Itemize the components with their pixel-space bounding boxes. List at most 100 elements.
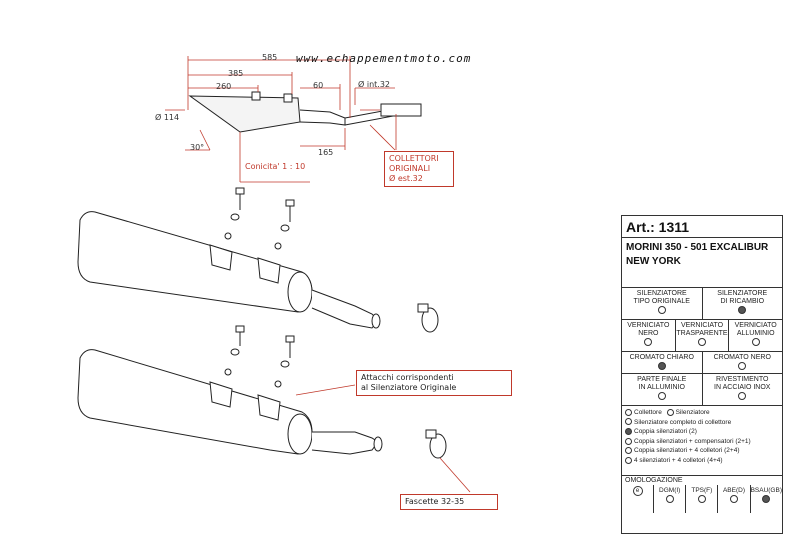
silenziatore-ricambio-label-1: SILENZIATORE [717,290,768,297]
omologazione-abe-label: ABE(D) [722,487,745,494]
option-4-silenziatori-radio [625,456,632,464]
conicity-label: Conicita' 1 : 10 [245,162,306,171]
parte-finale-label-2: IN ALLUMINIO [638,384,685,391]
spec-sheet: Art.: 1311 MORINI 350 - 501 EXCALIBUR NE… [621,215,783,534]
leader-lines [295,124,471,493]
omologazione-title: OMOLOGAZIONE [625,477,683,484]
option-coppia-4-colletori-label: Coppia silenziatori + 4 colletori (2+4) [634,447,740,455]
rivestimento-label-2: IN ACCIAIO INOX [714,384,771,391]
model-line-2: NEW YORK [626,256,681,267]
silenziatore-ricambio-radio [738,306,747,314]
option-coppia-label: Coppia silenziatori (2) [634,428,697,436]
article-number: Art.: 1311 [626,219,690,235]
option-collettore-label: Collettore [634,409,662,416]
option-collettore-radio [625,408,632,416]
verniciato-row: VERNICIATO NERO VERNICIATO TRASPARENTE V… [622,320,782,352]
model-row: MORINI 350 - 501 EXCALIBUR NEW YORK [622,238,782,288]
option-silenziatore-radio [666,408,674,416]
parte-finale-cell: PARTE FINALE IN ALLUMINIO [622,374,703,405]
rivestimento-cell: RIVESTIMENTO IN ACCIAIO INOX [703,374,783,405]
omologazione-emark-cell: e [622,485,655,513]
collettori-callout: COLLETTORI ORIGINALI Ø est.32 [384,151,454,187]
parte-finale-row: PARTE FINALE IN ALLUMINIO RIVESTIMENTO I… [622,374,782,406]
omologazione-bsau-radio [762,495,771,504]
omologazione-dgm-label: DGM(I) [659,487,681,494]
option-completo-radio [625,418,632,426]
article-row: Art.: 1311 [622,216,782,238]
options-list: Collettore Silenziatore Silenziatore com… [622,406,782,476]
upper-bolts [224,187,295,250]
silenziatore-originale-label-1: SILENZIATORE [636,290,687,297]
collettori-line-3: Ø est.32 [389,174,423,183]
silenziatore-originale-radio [657,306,666,314]
option-collettore: Collettore Silenziatore [625,408,779,418]
option-coppia-compensatori-radio [625,437,632,445]
rivestimento-radio [738,392,747,400]
silenziatore-originale-cell: SILENZIATORE TIPO ORIGINALE [622,288,703,319]
model-line-1: MORINI 350 - 501 EXCALIBUR [626,242,769,253]
option-completo-label: Silenziatore completo di collettore [634,418,732,426]
rivestimento-label-1: RIVESTIMENTO [716,376,769,383]
upper-clamp [417,303,439,333]
omologazione-dgm-radio [665,495,674,504]
dimension-260: 260 [216,82,232,91]
fascette-callout: Fascette 32-35 [400,494,498,510]
option-coppia-4-colletori-radio [625,447,632,455]
omologazione-tps-cell: TPS(F) [686,485,719,513]
lower-silencer [77,349,383,455]
option-coppia-compensatori-label: Coppia silenziatori + compensatori (2+1) [634,437,751,445]
cromato-nero-cell: CROMATO NERO [703,352,783,373]
omologazione-section: OMOLOGAZIONE e DGM(I) TPS(F) ABE(D) BSAU… [622,476,782,513]
cromato-chiaro-label: CROMATO CHIARO [629,354,694,361]
dimension-385: 385 [228,69,244,78]
upper-silencer [77,211,381,329]
verniciato-alluminio-radio [751,338,760,346]
verniciato-nero-radio [644,338,653,346]
cromato-chiaro-cell: CROMATO CHIARO [622,352,703,373]
cromato-nero-radio [738,362,747,370]
collettori-line-2: ORIGINALI [389,164,431,173]
dimension-60: 60 [313,81,324,90]
cromato-chiaro-radio [657,362,666,370]
verniciato-nero-label-2: NERO [638,330,659,337]
option-4-silenziatori-label: 4 silenziatori + 4 colletori (4+4) [634,456,723,464]
cromato-row: CROMATO CHIARO CROMATO NERO [622,352,782,374]
attacchi-callout: Attacchi corrispondenti al Silenziatore … [356,370,512,396]
lower-clamp [425,429,447,459]
omologazione-tps-radio [697,495,706,504]
parte-finale-label-1: PARTE FINALE [637,376,687,383]
verniciato-trasparente-cell: VERNICIATO TRASPARENTE [676,320,730,351]
verniciato-alluminio-label-2: ALLUMINIO [736,330,775,337]
option-coppia-compensatori: Coppia silenziatori + compensatori (2+1) [625,437,779,447]
dimension-585: 585 [262,53,278,62]
omologazione-bsau-cell: BSAU(GB) [751,485,782,513]
lower-bolts [224,325,295,388]
option-silenziatore-label: Silenziatore [675,409,710,416]
verniciato-nero-label-1: VERNICIATO [627,322,670,329]
omologazione-abe-radio [729,495,738,504]
verniciato-alluminio-cell: VERNICIATO ALLUMINIO [729,320,782,351]
omologazione-bsau-label: BSAU(GB) [750,487,782,494]
omologazione-tps-label: TPS(F) [691,487,713,494]
emark-icon: e [632,486,643,496]
verniciato-nero-cell: VERNICIATO NERO [622,320,676,351]
parte-finale-radio [657,392,666,400]
attacchi-line-1: Attacchi corrispondenti [361,373,454,382]
omologazione-abe-cell: ABE(D) [718,485,751,513]
verniciato-trasparente-label-2: TRASPARENTE [676,330,728,337]
option-coppia: Coppia silenziatori (2) [625,427,779,437]
dimension-165: 165 [318,148,334,157]
option-4-silenziatori: 4 silenziatori + 4 colletori (4+4) [625,456,779,466]
option-completo: Silenziatore completo di collettore [625,418,779,428]
verniciato-trasparente-radio [698,338,706,346]
silencer-profile-drawing [188,91,422,133]
website-url: www.echappementmoto.com [296,52,472,65]
silenziatore-ricambio-cell: SILENZIATORE DI RICAMBIO [703,288,783,319]
dimension-angle-30: 30° [190,143,205,152]
omologazione-dgm-cell: DGM(I) [654,485,687,513]
dimension-lines [165,56,397,183]
omologazione-grid: e DGM(I) TPS(F) ABE(D) BSAU(GB) [622,485,782,513]
silenziatore-ricambio-label-2: DI RICAMBIO [720,298,765,305]
dimension-diameter-114: Ø 114 [155,113,180,122]
